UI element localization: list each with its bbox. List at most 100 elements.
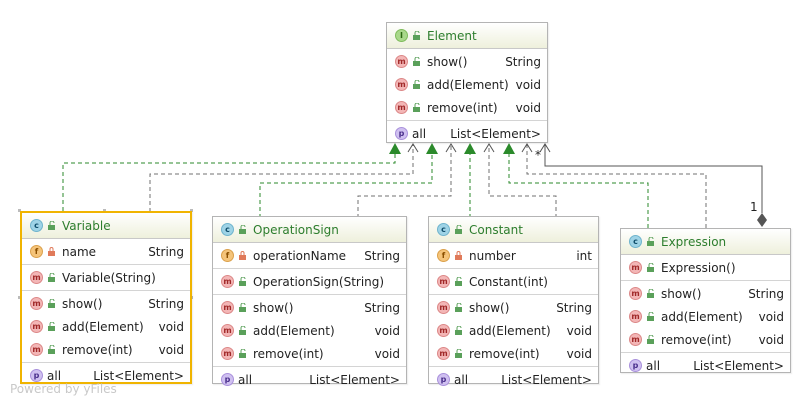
m-badge-icon: m: [629, 261, 642, 274]
method-row[interactable]: m remove(int) void: [621, 328, 790, 351]
field-type: int: [576, 248, 592, 263]
class-header: c OperationSign: [213, 217, 406, 243]
field-name: operationName: [253, 248, 347, 263]
selection-handle: [18, 209, 21, 212]
watermark: Powered by yFiles: [10, 382, 117, 396]
m-badge-icon: m: [437, 301, 450, 314]
method-type: void: [758, 332, 784, 347]
unlock-icon: [454, 349, 463, 358]
field-row[interactable]: f number int: [429, 244, 598, 267]
method-type: void: [566, 323, 592, 338]
m-badge-icon: m: [437, 347, 450, 360]
field-type: String: [364, 248, 400, 263]
uses-edge-operationsign: [357, 145, 452, 218]
unlock-icon: [646, 237, 655, 246]
m-badge-icon: m: [221, 301, 234, 314]
p-badge-icon: p: [221, 373, 234, 386]
p-badge-icon: p: [629, 359, 642, 372]
m-badge-icon: m: [30, 271, 43, 284]
method-type: String: [364, 300, 400, 315]
unlock-icon: [238, 326, 247, 335]
method-name: remove(int): [253, 346, 324, 361]
c-badge-icon: c: [437, 223, 450, 236]
method-row[interactable]: m show() String: [22, 292, 190, 315]
method-type: void: [374, 323, 400, 338]
unlock-icon: [412, 57, 421, 66]
method-type: void: [758, 309, 784, 324]
uses-arrowhead-operationsign: [445, 143, 457, 153]
class-header: I Element: [387, 23, 547, 49]
composition-diamond-icon: [757, 213, 767, 227]
method-type: String: [556, 300, 592, 315]
c-badge-icon: c: [221, 223, 234, 236]
method-name: remove(int): [661, 332, 732, 347]
method-name: show(): [62, 296, 103, 311]
c-badge-icon: c: [30, 219, 43, 232]
f-badge-icon: f: [437, 249, 450, 262]
method-type: String: [748, 286, 784, 301]
unlock-icon: [412, 80, 421, 89]
p-badge-icon: p: [437, 373, 450, 386]
method-type: void: [158, 319, 184, 334]
method-type: void: [374, 346, 400, 361]
property-name: all: [47, 368, 62, 383]
extends-arrowhead-constant: [464, 143, 476, 154]
extends-arrowhead-operationsign: [426, 143, 438, 154]
method-name: show(): [661, 286, 702, 301]
m-badge-icon: m: [30, 320, 43, 333]
method-name: add(Element): [469, 323, 551, 338]
method-type: String: [148, 296, 184, 311]
unlock-icon: [454, 303, 463, 312]
method-name: show(): [469, 300, 510, 315]
property-type: List<Element>: [93, 368, 184, 383]
method-name: add(Element): [427, 77, 509, 92]
class-title: Expression: [661, 234, 727, 249]
class-title: Constant: [469, 222, 523, 237]
property-type: List<Element>: [450, 126, 541, 141]
multiplicity-star: *: [535, 148, 541, 162]
m-badge-icon: m: [221, 324, 234, 337]
class-header: c Expression: [621, 229, 790, 255]
property-type: List<Element>: [693, 358, 784, 373]
m-badge-icon: m: [395, 78, 408, 91]
field-name: number: [469, 248, 516, 263]
m-badge-icon: m: [629, 333, 642, 346]
m-badge-icon: m: [30, 297, 43, 310]
constructor-name: OperationSign(String): [253, 274, 385, 289]
property-name: all: [412, 126, 427, 141]
method-type: void: [566, 346, 592, 361]
property-name: all: [454, 372, 469, 387]
method-row[interactable]: m show() String: [429, 296, 598, 319]
uses-arrowhead-constant: [483, 143, 495, 153]
unlock-icon: [646, 263, 655, 272]
lock-icon: [454, 251, 463, 260]
